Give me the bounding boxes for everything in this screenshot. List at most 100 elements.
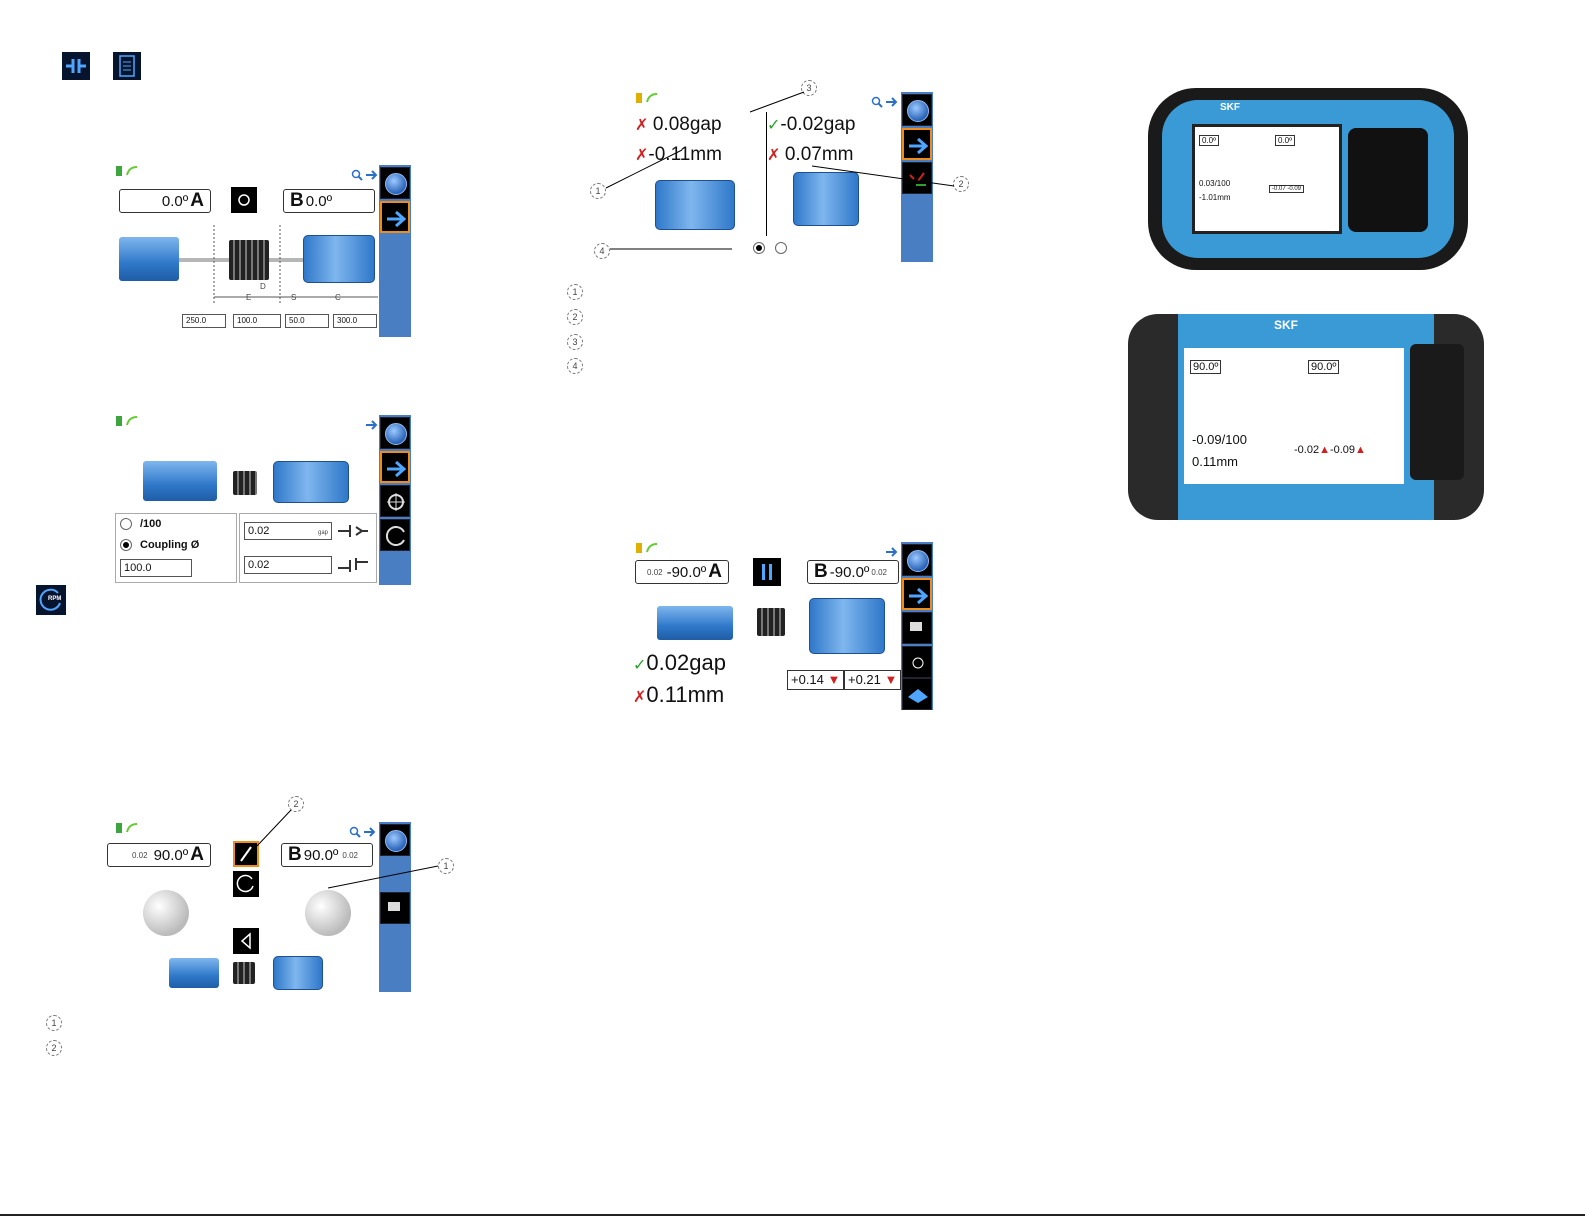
callout-3: 3 [801, 80, 817, 96]
dim-field-c[interactable]: 300.0 [333, 314, 377, 328]
screen-icon [910, 622, 922, 631]
report-icon [113, 52, 141, 80]
brand-logo: SKF [1220, 102, 1240, 113]
next-button[interactable] [902, 128, 932, 160]
legend-callout-2: 2 [567, 309, 583, 325]
radio-per100[interactable] [120, 518, 132, 530]
motor-image [303, 235, 375, 283]
device-portrait: SKF 0.0º 0.0º 0.03/100 -1.01mm -0.07 -0.… [1148, 88, 1468, 270]
motor-image [809, 598, 885, 654]
globe-button[interactable] [380, 824, 410, 856]
layers-button[interactable] [902, 678, 932, 710]
screen-button[interactable] [380, 892, 410, 924]
pump-image [143, 461, 217, 501]
coupling-diameter-field[interactable]: 100.0 [120, 559, 192, 577]
sidebar [379, 165, 411, 337]
battery-icon [116, 416, 138, 426]
legend-callout-3: 3 [567, 334, 583, 350]
tolerance-button[interactable] [902, 162, 932, 194]
battery-icon [116, 166, 138, 176]
legend-callout-1: 1 [567, 284, 583, 300]
vertical-offset-value: ✗-0.11mm [635, 144, 722, 165]
next-button[interactable] [902, 578, 932, 610]
shield-icon[interactable] [231, 187, 257, 213]
rpm-icon: RPM [36, 585, 66, 615]
rpm-button[interactable] [380, 519, 410, 551]
rotate-icon[interactable] [233, 871, 259, 897]
arrow-right-icon [909, 587, 929, 605]
radio-coupling[interactable] [120, 539, 132, 551]
brand-logo: SKF [1274, 318, 1298, 332]
globe-icon [385, 173, 407, 195]
search-icon[interactable] [349, 826, 361, 838]
dim-label-e: E [246, 293, 252, 302]
device-screen: 90.0º 90.0º -0.09/100 0.11mm -0.02▲-0.09… [1184, 348, 1404, 484]
search-icon[interactable] [351, 169, 363, 181]
sensor-b-sphere [305, 890, 351, 936]
dim-label-s: S [291, 293, 297, 302]
coupling-image [233, 471, 257, 495]
next-button[interactable] [380, 201, 410, 233]
callout-1: 1 [438, 858, 454, 874]
foot-value-2: +0.21 ▼ [844, 670, 902, 690]
dim-field-d[interactable]: 100.0 [233, 314, 281, 328]
gap-value: ✓0.02gap [633, 650, 726, 675]
search-icon[interactable] [871, 96, 883, 108]
pin-icon[interactable] [365, 169, 377, 181]
legend-callout-4: 4 [567, 358, 583, 374]
globe-button[interactable] [902, 94, 932, 126]
coupling-image [757, 608, 785, 636]
device-screen: 0.0º 0.0º 0.03/100 -1.01mm -0.07 -0.09 [1192, 124, 1342, 234]
back-icon[interactable] [233, 928, 259, 954]
pin-icon[interactable] [363, 826, 375, 838]
pump-image [169, 958, 219, 988]
shield-button[interactable] [902, 646, 932, 678]
sidebar [901, 542, 933, 710]
motor-side-view [655, 180, 735, 230]
globe-button[interactable] [902, 544, 932, 576]
rpm-icon [385, 526, 405, 546]
callout-4: 4 [594, 243, 610, 259]
offset-tolerance-field[interactable]: 0.02 [244, 556, 332, 574]
option-per100-label: /100 [140, 518, 162, 530]
pump-image [119, 237, 179, 281]
pause-icon[interactable] [753, 558, 781, 586]
globe-button[interactable] [380, 417, 410, 449]
target-button[interactable] [380, 485, 410, 517]
screen-icon [388, 902, 400, 911]
coupling-image [229, 240, 269, 280]
coupling-icon [62, 52, 90, 80]
pin-icon[interactable] [885, 96, 897, 108]
dim-field-s[interactable]: 50.0 [285, 314, 329, 328]
pin-icon[interactable] [365, 419, 377, 431]
battery-icon [636, 543, 658, 553]
foot-value-1: +0.14 ▼ [787, 670, 845, 690]
view-toggle[interactable] [753, 242, 765, 254]
globe-button[interactable] [380, 167, 410, 199]
next-button[interactable] [380, 451, 410, 483]
globe-icon [385, 423, 407, 445]
vertical-gap-value: ✗ 0.08gap [635, 114, 722, 135]
pin-icon[interactable] [885, 546, 897, 558]
globe-icon [907, 100, 929, 122]
dim-label-c: C [335, 293, 341, 302]
result-screen: ✗ 0.08gap ✗-0.11mm ✓-0.02gap ✗ 0.07mm [633, 92, 933, 262]
laser-icon[interactable] [233, 841, 259, 867]
arrow-right-icon [909, 137, 929, 155]
sidebar [901, 92, 933, 262]
screen-button[interactable] [902, 612, 932, 644]
gap-icon [338, 525, 368, 537]
callout-1: 1 [590, 183, 606, 199]
dim-field-e[interactable]: 250.0 [182, 314, 226, 328]
view-toggle-alt[interactable] [775, 242, 787, 254]
option-panel: /100 Coupling Ø 100.0 [115, 513, 237, 583]
